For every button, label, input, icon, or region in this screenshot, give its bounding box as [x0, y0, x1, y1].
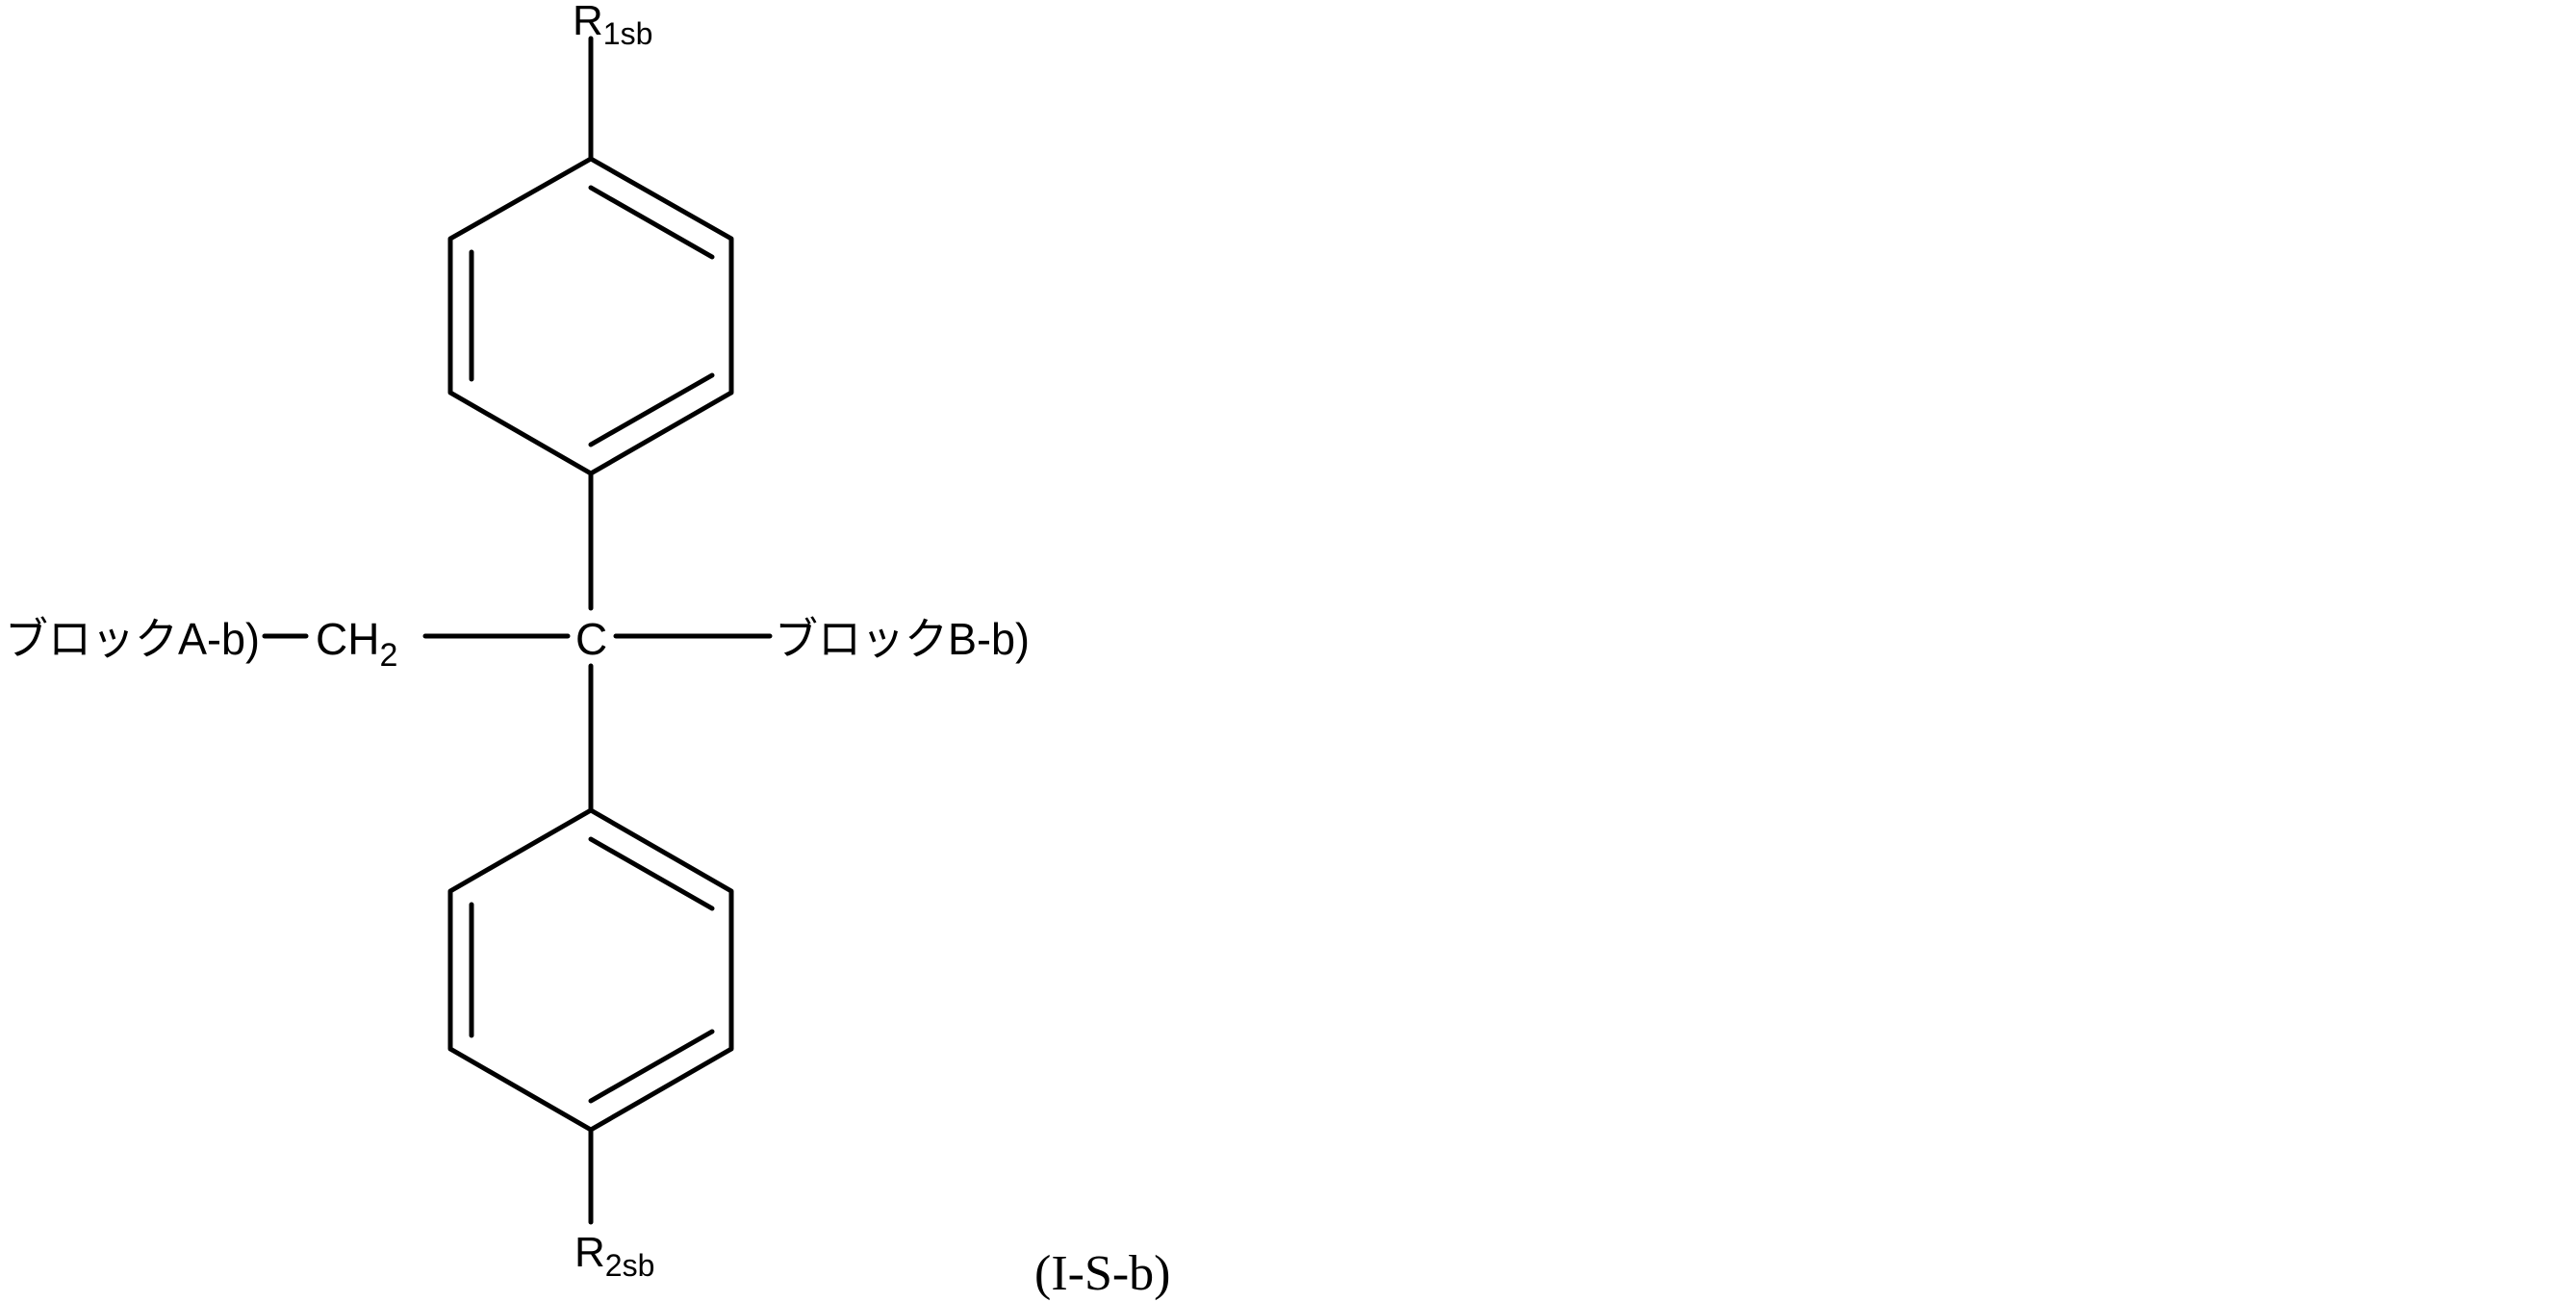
center-carbon-label: C: [575, 614, 607, 664]
top-benzene-ring: [447, 156, 734, 476]
block-b-label: ブロックB-b): [775, 614, 1030, 664]
formula-label: (I-S-b): [1034, 1246, 1171, 1301]
block-a-label: ブロックA-b): [5, 614, 260, 664]
ch2-label: CH2: [316, 614, 397, 674]
bottom-benzene-ring: [447, 807, 734, 1133]
top-ring-double-bond-1: [588, 185, 715, 260]
bottom-ring-double-bond-3: [588, 1029, 715, 1104]
r2-label: R2sb: [574, 1229, 654, 1283]
bottom-ring-double-bond-1: [588, 836, 715, 911]
top-ring-double-bond-3: [588, 372, 715, 447]
r1-label: R1sb: [573, 0, 652, 51]
